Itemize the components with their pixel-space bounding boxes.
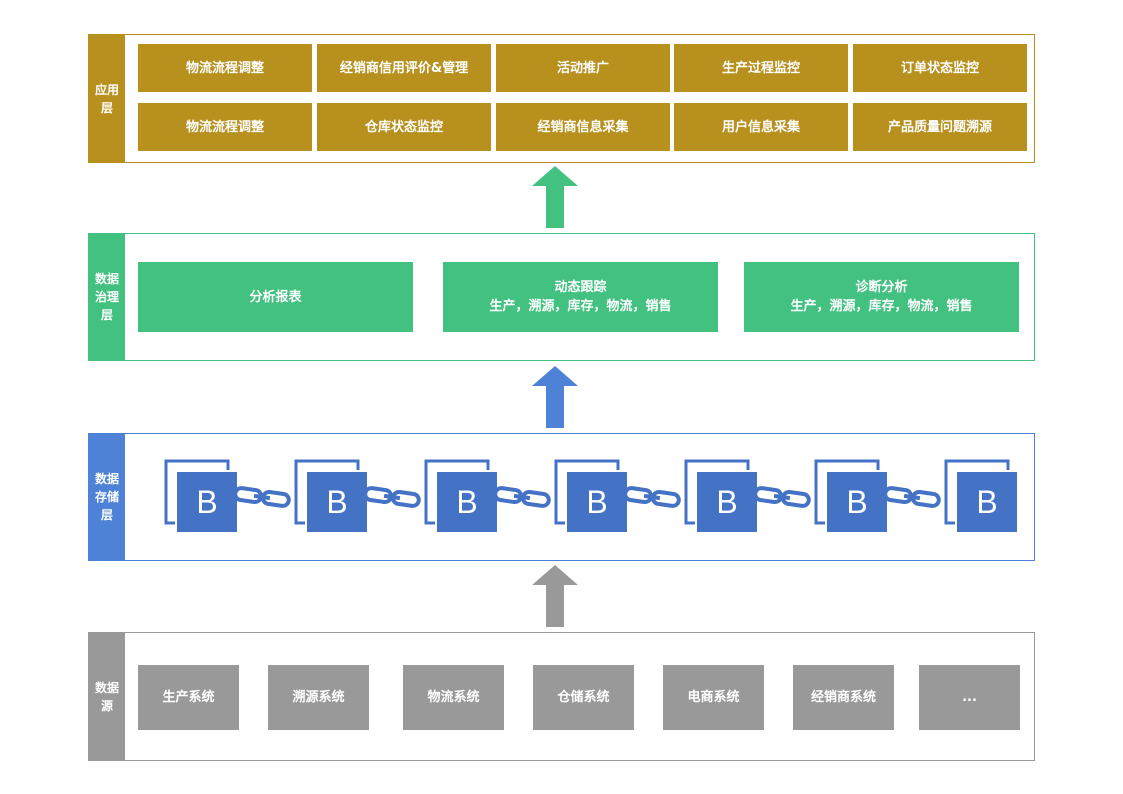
block-letter: B	[976, 484, 997, 520]
block-letter: B	[326, 484, 347, 520]
app-box-promotion: 活动推广	[496, 44, 670, 92]
up-arrow-icon	[532, 565, 578, 627]
up-arrow-shape	[532, 166, 578, 228]
storage-layer: 数据存储层 B B B B B B B	[88, 433, 1035, 561]
blockchain-block-icon: B	[814, 459, 889, 534]
app-box-user-info: 用户信息采集	[674, 103, 848, 151]
blockchain-block-icon: B	[684, 459, 759, 534]
block-letter: B	[716, 484, 737, 520]
chain-link-icon	[493, 486, 551, 508]
application-layer-label: 应用层	[89, 35, 125, 162]
blockchain-block-icon: B	[554, 459, 629, 534]
source-more-systems: ...	[919, 665, 1020, 730]
source-dealer-system: 经销商系统	[793, 665, 894, 730]
governance-layer: 数据治理层 分析报表 动态跟踪 生产，溯源，库存，物流，销售 诊断分析 生产，溯…	[88, 233, 1035, 361]
chain-link-icon	[233, 486, 291, 508]
storage-layer-label: 数据存储层	[89, 434, 125, 560]
chain-link-icon	[363, 486, 421, 508]
blockchain-block-icon: B	[164, 459, 239, 534]
app-box-quality-trace: 产品质量问题溯源	[853, 103, 1027, 151]
blockchain-block-icon: B	[944, 459, 1019, 534]
source-logistics-system: 物流系统	[403, 665, 504, 730]
app-box-logistics-adjust-2: 物流流程调整	[138, 103, 312, 151]
chain-link-icon	[753, 486, 811, 508]
up-arrow-icon	[532, 166, 578, 228]
source-layer: 数据源 生产系统 溯源系统 物流系统 仓储系统 电商系统 经销商系统 ...	[88, 632, 1035, 761]
governance-layer-label: 数据治理层	[89, 234, 125, 360]
chain-link-icon	[883, 486, 941, 508]
source-layer-label: 数据源	[89, 633, 125, 760]
block-letter: B	[586, 484, 607, 520]
source-warehouse-system: 仓储系统	[533, 665, 634, 730]
application-layer: 应用层 物流流程调整 经销商信用评价&管理 活动推广 生产过程监控 订单状态监控…	[88, 34, 1035, 163]
blockchain-block-icon: B	[294, 459, 369, 534]
source-trace-system: 溯源系统	[268, 665, 369, 730]
app-box-logistics-adjust: 物流流程调整	[138, 44, 312, 92]
app-box-dealer-info: 经销商信息采集	[496, 103, 670, 151]
up-arrow-icon	[532, 366, 578, 428]
chain-link-icon	[623, 486, 681, 508]
block-letter: B	[196, 484, 217, 520]
gov-box-dynamic-tracking: 动态跟踪 生产，溯源，库存，物流，销售	[443, 262, 718, 332]
app-box-production-monitor: 生产过程监控	[674, 44, 848, 92]
gov-box-analysis-report: 分析报表	[138, 262, 413, 332]
app-box-order-monitor: 订单状态监控	[853, 44, 1027, 92]
block-letter: B	[456, 484, 477, 520]
up-arrow-shape	[532, 366, 578, 428]
gov-box-diagnostic-analysis: 诊断分析 生产，溯源，库存，物流，销售	[744, 262, 1019, 332]
up-arrow-shape	[532, 565, 578, 627]
source-ecommerce-system: 电商系统	[663, 665, 764, 730]
app-box-warehouse-monitor: 仓库状态监控	[317, 103, 491, 151]
blockchain-block-icon: B	[424, 459, 499, 534]
source-production-system: 生产系统	[138, 665, 239, 730]
block-letter: B	[846, 484, 867, 520]
app-box-dealer-credit: 经销商信用评价&管理	[317, 44, 491, 92]
